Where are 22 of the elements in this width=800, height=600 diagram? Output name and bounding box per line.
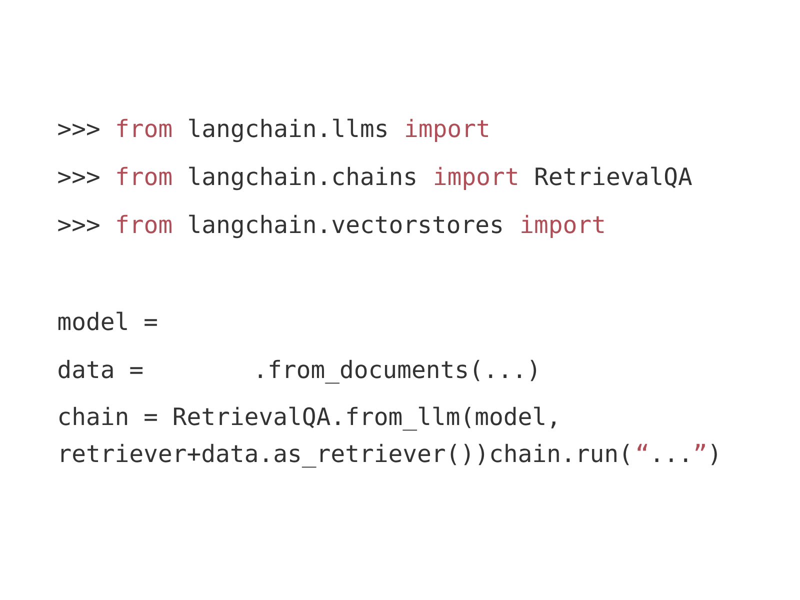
code-text: chain = RetrievalQA.from_llm(model, — [60, 406, 556, 431]
code-keyword: import — [434, 166, 517, 190]
code-text: RetrievalQA — [536, 166, 692, 188]
code-text: >>> — [58, 172, 100, 184]
code-keyword: from — [117, 214, 172, 234]
code-text: ... — [655, 458, 688, 462]
code-text: langchain.llms — [189, 118, 386, 142]
code-text: data = — [58, 360, 143, 378]
code-text: >>> — [58, 220, 100, 232]
code-text: .from_documents(...) — [258, 360, 536, 384]
code-text: retriever+data.as_retriever())chain.run( — [61, 444, 629, 468]
code-text: langchain.vectorstores — [189, 214, 502, 238]
code-text: model = — [58, 312, 157, 330]
code-keyword: import — [406, 118, 488, 142]
code-keyword: from — [117, 166, 172, 186]
code-text: langchain.chains — [189, 166, 416, 190]
code-keyword: import — [522, 214, 604, 238]
code-keyword: from — [117, 118, 172, 138]
code-keyword: “ — [638, 444, 648, 451]
code-keyword: ” — [695, 444, 705, 451]
code-text: >>> — [58, 124, 100, 136]
code-text: ) — [712, 444, 717, 466]
